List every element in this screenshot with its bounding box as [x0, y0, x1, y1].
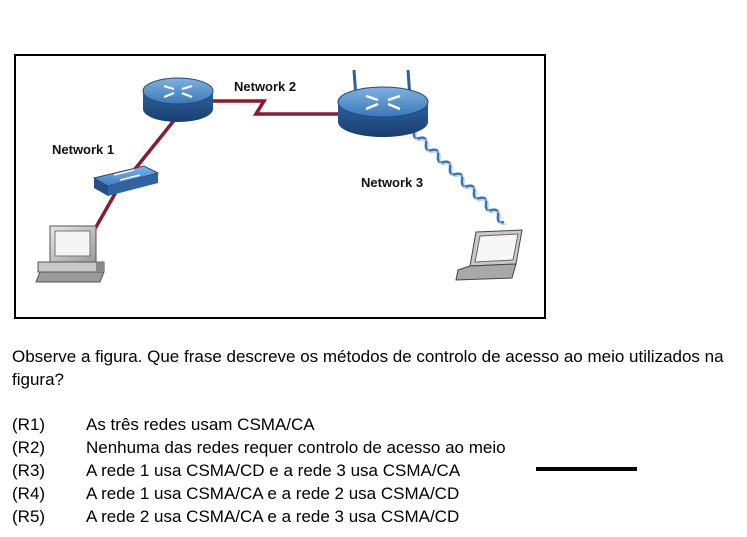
- answer-text: A rede 1 usa CSMA/CA e a rede 2 usa CSMA…: [86, 484, 460, 503]
- laptop-icon: [455, 229, 523, 281]
- answer-text: A rede 1 usa CSMA/CD e a rede 3 usa CSMA…: [86, 461, 461, 480]
- answer-code: (R1): [12, 415, 46, 434]
- desktop-pc-icon: [35, 225, 105, 283]
- answer-code: (R2): [12, 438, 46, 457]
- correct-answer-marker: [536, 467, 637, 471]
- switch-icon: [92, 165, 160, 196]
- answer-code: (R4): [12, 484, 46, 503]
- answer-code: (R3): [12, 461, 46, 480]
- network-3-label: Network 3: [361, 175, 424, 190]
- network-diagram-graphic: [35, 69, 523, 283]
- link-wireless-network3-shadow: [409, 127, 507, 225]
- network-2-label: Network 2: [234, 79, 297, 94]
- answer-text: Nenhuma das redes requer controlo de ace…: [86, 438, 506, 457]
- link-serial-network2: [209, 99, 351, 116]
- answer-text: A rede 2 usa CSMA/CA e a rede 3 usa CSMA…: [86, 507, 460, 526]
- wireless-router-icon: [337, 69, 429, 137]
- link-switch-router1: [129, 116, 178, 176]
- question-text: Observe a figura. Que frase descreve os …: [12, 347, 724, 389]
- router-1-icon: [142, 77, 214, 122]
- network-diagram: Network 1 Network 2 Network 3: [14, 54, 546, 319]
- network-1-label: Network 1: [52, 142, 115, 157]
- answer-code: (R5): [12, 507, 46, 526]
- answer-text: As três redes usam CSMA/CA: [86, 415, 315, 434]
